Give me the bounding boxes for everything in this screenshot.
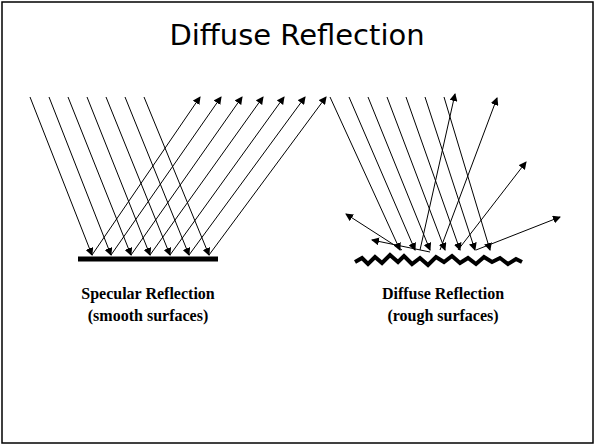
slide-title: Diffuse Reflection <box>169 18 424 52</box>
caption-label: Diffuse Reflection <box>382 285 504 303</box>
diffuse-rays <box>330 94 560 252</box>
specular-rays <box>30 97 326 255</box>
smooth-surface <box>78 257 218 262</box>
caption-label: (smooth surfaces) <box>88 307 208 325</box>
caption-label: Specular Reflection <box>81 285 214 303</box>
rough-surface <box>355 255 522 265</box>
caption-label: (rough surfaces) <box>387 307 498 325</box>
